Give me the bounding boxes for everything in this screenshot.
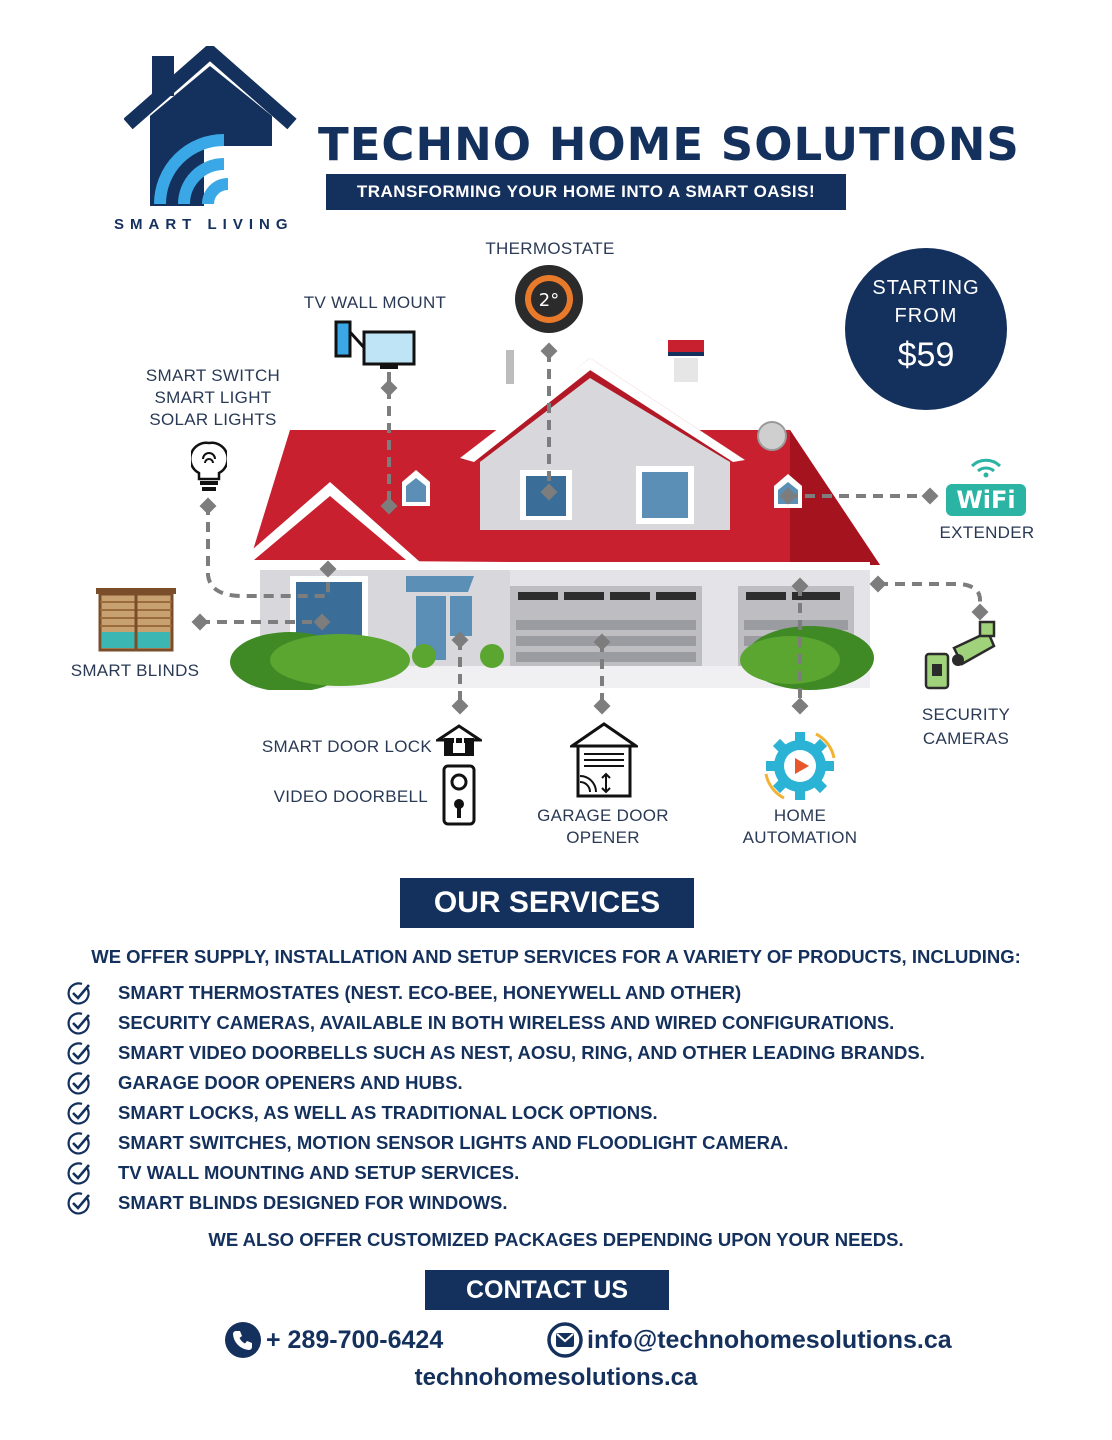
website-link[interactable]: technohomesolutions.ca [414, 1364, 698, 1391]
label-security-cameras-line2: CAMERAS [922, 729, 1010, 748]
label-video-doorbell: VIDEO DOORBELL [273, 787, 428, 806]
label-smart-switch-line1: SMART SWITCH [145, 366, 281, 385]
security-camera-icon [924, 620, 996, 690]
phone-contact[interactable]: + 289-700-6424 [224, 1320, 443, 1360]
price-badge-line2: FROM [894, 305, 958, 327]
list-item: TV WALL MOUNTING AND SETUP SERVICES. [66, 1158, 925, 1188]
svg-text:2°: 2° [539, 290, 559, 311]
wifi-badge-text: WiFi [946, 484, 1026, 516]
phone-icon [225, 1322, 261, 1358]
list-item: SMART BLINDS DESIGNED FOR WINDOWS. [66, 1188, 925, 1218]
service-text: SMART VIDEO DOORBELLS SUCH AS NEST, AOSU… [118, 1042, 925, 1063]
check-circle-icon [67, 1162, 90, 1185]
label-smart-door-lock: SMART DOOR LOCK [261, 737, 432, 756]
check-circle-icon [67, 982, 90, 1005]
email-address[interactable]: info@technohomesolutions.ca [587, 1325, 952, 1354]
list-item: SMART SWITCHES, MOTION SENSOR LIGHTS AND… [66, 1128, 925, 1158]
service-text: SMART BLINDS DESIGNED FOR WINDOWS. [118, 1192, 508, 1213]
services-footer: WE ALSO OFFER CUSTOMIZED PACKAGES DEPEND… [208, 1229, 904, 1250]
service-text: SECURITY CAMERAS, AVAILABLE IN BOTH WIRE… [118, 1012, 895, 1033]
label-tv-wall-mount: TV WALL MOUNT [303, 293, 447, 312]
wifi-extender-icon: WiFi [946, 456, 1026, 516]
services-list: SMART THERMOSTATES (NEST. ECO-BEE, HONEY… [66, 978, 925, 1218]
label-thermostat: THERMOSTATE [485, 239, 615, 258]
email-contact[interactable]: info@technohomesolutions.ca [547, 1320, 952, 1360]
brand-tagline: TRANSFORMING YOUR HOME INTO A SMART OASI… [326, 174, 846, 210]
tv-wall-mount-icon [334, 320, 416, 369]
price-badge-price: $59 [897, 336, 955, 374]
label-smart-switch-line2: SMART LIGHT [154, 388, 272, 407]
services-intro: WE OFFER SUPPLY, INSTALLATION AND SETUP … [91, 946, 1021, 967]
logo-subtext: SMART LIVING [114, 216, 294, 233]
video-doorbell-icon [442, 764, 476, 826]
list-item: SMART LOCKS, AS WELL AS TRADITIONAL LOCK… [66, 1098, 925, 1128]
door-lock-icon [436, 724, 482, 756]
check-circle-icon [67, 1132, 90, 1155]
list-item: SMART VIDEO DOORBELLS SUCH AS NEST, AOSU… [66, 1038, 925, 1068]
logo-house-wifi-icon [124, 46, 297, 206]
label-smart-switch: SMART SWITCH SMART LIGHT SOLAR LIGHTS [128, 365, 298, 431]
label-smart-switch-line3: SOLAR LIGHTS [149, 410, 277, 429]
contact-title: CONTACT US [425, 1270, 669, 1310]
price-badge: STARTING FROM $59 [845, 248, 1007, 410]
price-badge-line1: STARTING [872, 277, 980, 299]
house-illustration [230, 340, 880, 690]
label-security-cameras-line1: SECURITY [921, 705, 1011, 724]
label-garage-door-opener: GARAGE DOOR OPENER [530, 805, 676, 849]
list-item: GARAGE DOOR OPENERS AND HUBS. [66, 1068, 925, 1098]
service-text: GARAGE DOOR OPENERS AND HUBS. [118, 1072, 463, 1093]
check-circle-icon [67, 1102, 90, 1125]
service-text: SMART THERMOSTATES (NEST. ECO-BEE, HONEY… [118, 982, 742, 1003]
label-garage-line2: OPENER [566, 828, 640, 847]
light-bulb-icon [191, 441, 227, 491]
check-circle-icon [67, 1192, 90, 1215]
smart-blinds-icon [96, 588, 176, 652]
diagram-connectors [191, 342, 989, 715]
label-smart-blinds: SMART BLINDS [70, 661, 200, 680]
check-circle-icon [67, 1042, 90, 1065]
home-automation-icon [764, 732, 836, 800]
label-wifi-extender: EXTENDER [939, 523, 1035, 542]
list-item: SECURITY CAMERAS, AVAILABLE IN BOTH WIRE… [66, 1008, 925, 1038]
phone-number[interactable]: + 289-700-6424 [266, 1325, 444, 1354]
label-home-automation: HOME AUTOMATION [730, 805, 870, 849]
garage-door-opener-icon [570, 722, 638, 798]
email-icon [547, 1322, 583, 1358]
brand-title: TECHNO HOME SOLUTIONS [318, 118, 1020, 171]
service-text: TV WALL MOUNTING AND SETUP SERVICES. [118, 1162, 520, 1183]
label-home-automation-line1: HOME [773, 806, 827, 825]
list-item: SMART THERMOSTATES (NEST. ECO-BEE, HONEY… [66, 978, 925, 1008]
check-circle-icon [67, 1012, 90, 1035]
thermostat-icon: 2° [515, 265, 583, 333]
service-text: SMART SWITCHES, MOTION SENSOR LIGHTS AND… [118, 1132, 789, 1153]
label-home-automation-line2: AUTOMATION [742, 828, 858, 847]
label-security-cameras: SECURITY CAMERAS [906, 703, 1026, 751]
services-title: OUR SERVICES [400, 878, 694, 928]
label-garage-line1: GARAGE DOOR [537, 806, 669, 825]
check-circle-icon [67, 1072, 90, 1095]
service-text: SMART LOCKS, AS WELL AS TRADITIONAL LOCK… [118, 1102, 658, 1123]
